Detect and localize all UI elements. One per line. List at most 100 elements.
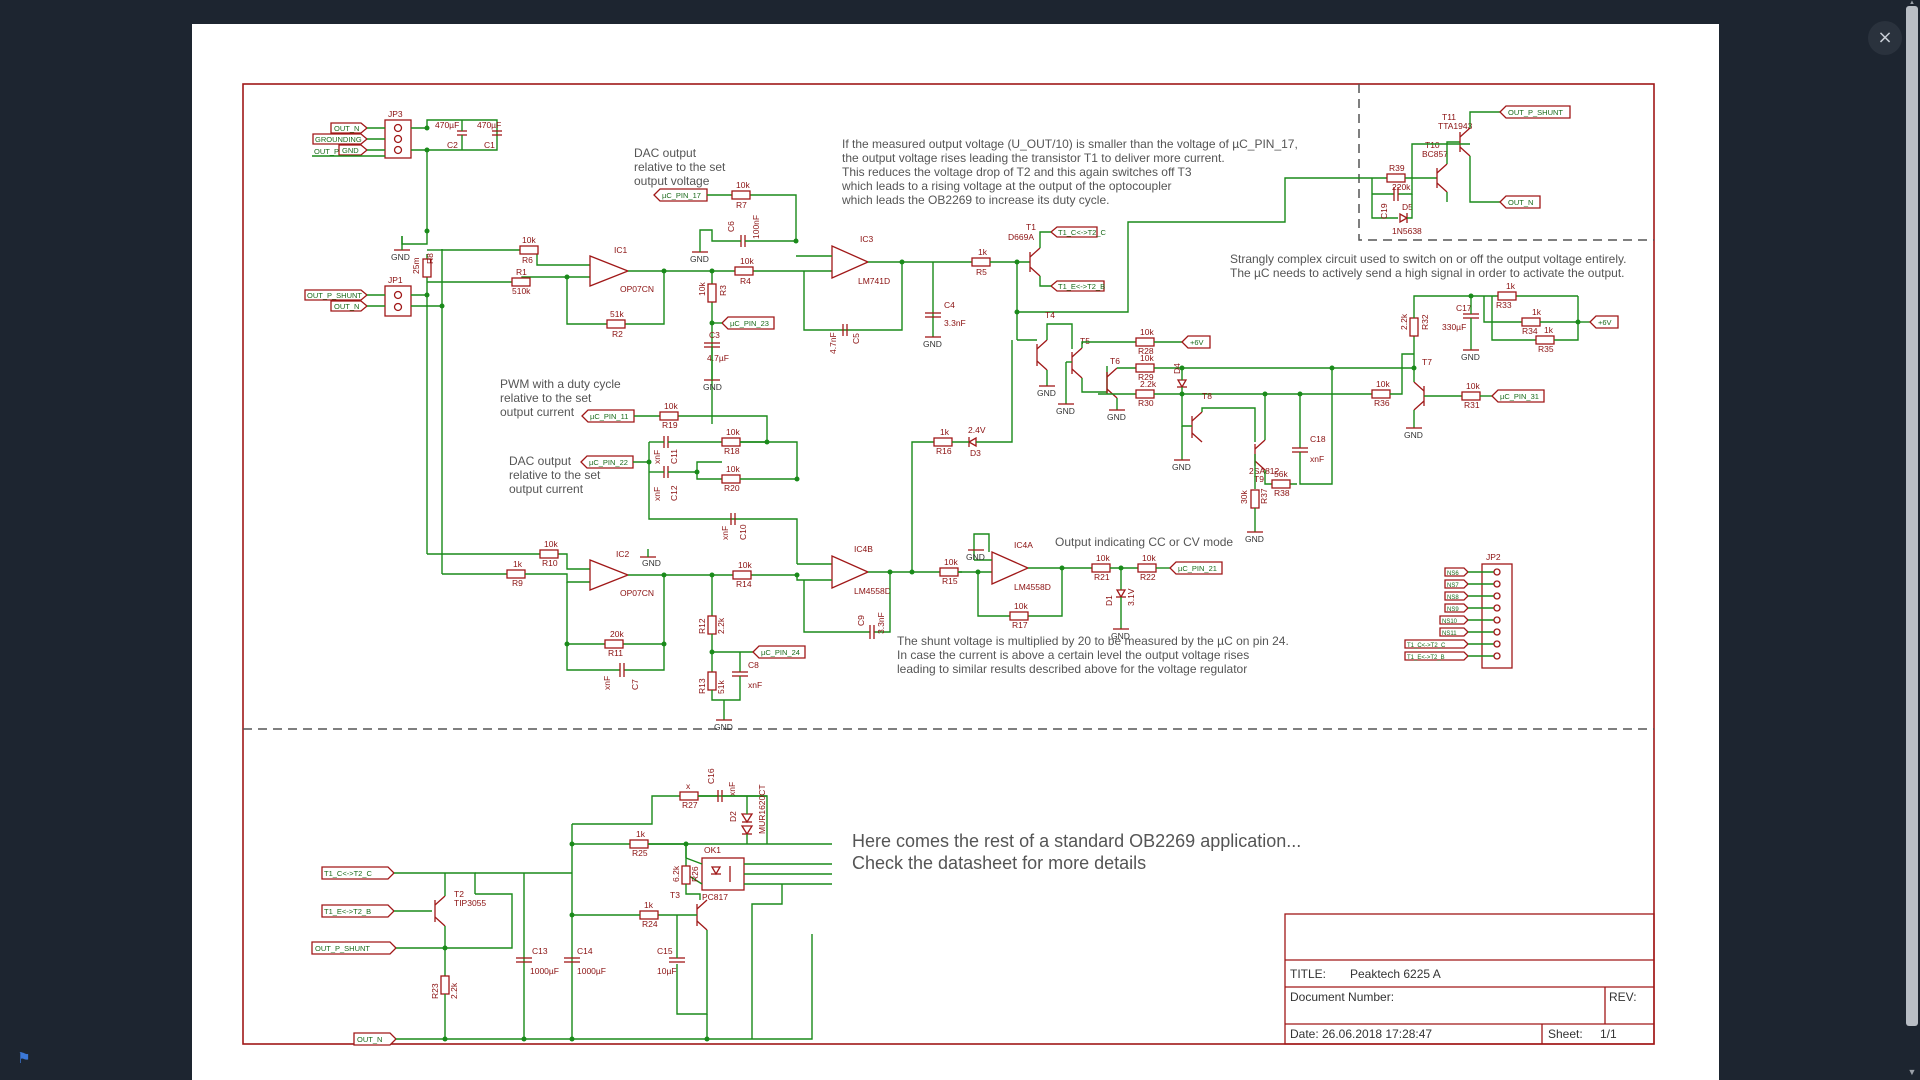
svg-text:R33: R33 (1496, 300, 1512, 310)
note-dac-output-voltage-1: DAC output (634, 146, 697, 160)
svg-text:D3: D3 (970, 448, 981, 458)
svg-text:R22: R22 (1140, 572, 1156, 582)
svg-text:R32: R32 (1420, 314, 1430, 330)
svg-text:xnF: xnF (748, 680, 762, 690)
svg-text:C12: C12 (669, 485, 679, 501)
svg-text:x: x (686, 781, 691, 791)
svg-text:IC4B: IC4B (854, 544, 873, 554)
port-out-n-bottom: OUT_N (353, 1032, 397, 1046)
jp2-pin-contact (1493, 628, 1501, 636)
svg-text:3.3nF: 3.3nF (876, 612, 886, 634)
note-shunt-3: leading to similar results described abo… (897, 662, 1247, 676)
gnd-d1: GND (1111, 628, 1130, 641)
gnd-jp3: GND (391, 249, 410, 262)
jp2-pin-contact (1493, 604, 1501, 612)
svg-text:C4: C4 (944, 300, 955, 310)
title-block: TITLE: Peaktech 6225 A Document Number: … (1284, 913, 1655, 1045)
title-label: TITLE: (1290, 967, 1326, 981)
svg-text:xnF: xnF (727, 782, 737, 796)
opamp-ic4a: IC4A LM4558D (991, 540, 1051, 592)
svg-text:MUR1620CT: MUR1620CT (757, 784, 767, 834)
scroll-up-arrow-icon[interactable]: ▲ (1909, 0, 1915, 6)
svg-text:3.3nF: 3.3nF (944, 318, 966, 328)
svg-text:µC_PIN_24: µC_PIN_24 (761, 648, 800, 657)
svg-text:OUT_P_SHUNT: OUT_P_SHUNT (315, 944, 370, 953)
svg-text:T1_C<->T2_C: T1_C<->T2_C (1058, 228, 1107, 237)
scrollbar-thumb[interactable] (1906, 6, 1918, 1026)
jp2-pin-port (1444, 591, 1469, 601)
svg-text:2.2k: 2.2k (1399, 313, 1409, 330)
svg-text:10k: 10k (1376, 379, 1390, 389)
svg-text:GND: GND (1245, 534, 1264, 544)
port-t1-ct2-c-top: T1_C<->T2_C (1049, 226, 1107, 238)
svg-text:10k: 10k (1014, 601, 1028, 611)
date-label: Date: (1290, 1027, 1319, 1041)
gnd-ic3: GND (690, 251, 709, 264)
svg-text:T9: T9 (1254, 474, 1264, 484)
gnd-r13: GND (714, 719, 733, 732)
svg-text:xnF: xnF (652, 487, 662, 501)
svg-text:BC857: BC857 (1422, 149, 1448, 159)
svg-text:R34: R34 (1522, 326, 1538, 336)
switch-section-divider (1358, 84, 1654, 241)
svg-text:JP1: JP1 (388, 275, 403, 285)
diode-d1: D1 3.1V (1104, 588, 1136, 606)
svg-text:R30: R30 (1138, 398, 1154, 408)
svg-text:R16: R16 (936, 446, 952, 456)
svg-text:R8: R8 (425, 253, 435, 264)
cap-c3: C3 4.7µF (704, 330, 729, 363)
svg-text:OK1: OK1 (704, 845, 721, 855)
jp2-pin-label: NS11 (1442, 631, 1457, 637)
jp2-pin-list: NS6NS7NS8NS9NS10NS11T1_C<->T2_CT1_E<->T2… (1404, 567, 1501, 661)
svg-text:C3: C3 (709, 330, 720, 340)
svg-text:C10: C10 (738, 524, 748, 540)
svg-text:T1_E<->T2_B: T1_E<->T2_B (1058, 282, 1105, 291)
gnd-t9: GND (1245, 531, 1264, 544)
svg-text:D4: D4 (1172, 363, 1182, 374)
cap-c11: C11 xnF (652, 436, 679, 464)
jp2-pin-port (1444, 579, 1469, 589)
resistor-r37: 30k R37 (1239, 488, 1269, 509)
cap-c6: C6 100nF (726, 215, 761, 247)
port-t1-et2-b-bottom: T1_E<->T2_B (321, 904, 395, 918)
note-dac-current-3: output current (509, 482, 584, 496)
flag-button[interactable]: ⚑ (14, 1048, 34, 1068)
svg-text:R3: R3 (718, 285, 728, 296)
svg-text:R7: R7 (736, 200, 747, 210)
svg-text:C17: C17 (1456, 303, 1472, 313)
svg-text:10k: 10k (522, 235, 536, 245)
cap-c8: C8 xnF (732, 660, 762, 690)
svg-text:D2: D2 (728, 811, 738, 822)
svg-text:T2: T2 (454, 889, 464, 899)
svg-text:T6: T6 (1110, 356, 1120, 366)
svg-text:2.2k: 2.2k (449, 982, 459, 999)
cap-c9: C9 3.3nF (856, 612, 886, 639)
port-uc-pin-24: µC_PIN_24 (752, 645, 806, 659)
svg-text:C16: C16 (706, 768, 716, 784)
svg-text:470µF: 470µF (435, 120, 459, 130)
svg-text:LM4558D: LM4558D (854, 586, 891, 596)
jp2-pin-label: T1_C<->T2_C (1407, 643, 1446, 649)
svg-text:OUT_P_SHUNT: OUT_P_SHUNT (1508, 108, 1563, 117)
svg-text:R11: R11 (608, 648, 623, 658)
scroll-down-arrow-icon[interactable]: ▼ (1907, 1067, 1917, 1077)
svg-text:10k: 10k (1466, 381, 1480, 391)
port-out-p-shunt-jp1: OUT_P_SHUNT (304, 289, 369, 301)
svg-text:C8: C8 (748, 660, 759, 670)
svg-text:R18: R18 (724, 446, 740, 456)
close-button[interactable]: × (1868, 21, 1902, 55)
svg-text:C2: C2 (447, 140, 458, 150)
svg-text:xnF: xnF (720, 526, 730, 540)
